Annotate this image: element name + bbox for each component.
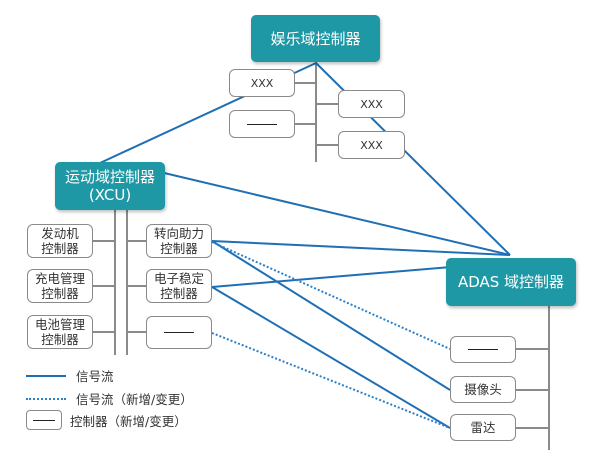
tree-lines	[93, 62, 550, 450]
placeholder-dash	[164, 332, 194, 333]
infotainment-child-3[interactable]: XXX	[338, 131, 405, 159]
battery-management-controller[interactable]: 电池管理 控制器	[27, 315, 93, 349]
placeholder-dash	[247, 123, 277, 125]
legend-item-controller-new: 控制器（新增/变更）	[26, 410, 187, 430]
motion-domain-sublabel: (XCU)	[88, 186, 132, 204]
signal-steering-camera	[211, 240, 451, 391]
infotainment-child-2[interactable]: XXX	[338, 90, 405, 118]
radar[interactable]: 雷达	[450, 414, 516, 441]
power-steering-controller[interactable]: 转向助力 控制器	[146, 224, 212, 258]
adas-domain-controller[interactable]: ADAS 域控制器	[446, 258, 576, 306]
signal-motion-adas	[159, 171, 511, 256]
camera[interactable]: 摄像头	[450, 376, 516, 403]
infotainment-child-1[interactable]: XXX	[229, 69, 295, 97]
charging-management-controller[interactable]: 充电管理 控制器	[27, 269, 93, 303]
signal-lines-new	[211, 241, 451, 429]
signal-steering-adas	[211, 240, 511, 256]
infotainment-domain-controller[interactable]: 娱乐域控制器	[251, 15, 380, 62]
infotainment-domain-label: 娱乐域控制器	[270, 29, 361, 48]
legend-item-signal: 信号流	[26, 366, 114, 385]
dotted-line-swatch	[26, 397, 66, 400]
motion-domain-label: 运动域控制器	[64, 168, 155, 186]
electronic-stability-controller[interactable]: 电子稳定 控制器	[146, 269, 212, 303]
engine-controller[interactable]: 发动机 控制器	[27, 224, 93, 258]
adas-child-new[interactable]	[450, 336, 516, 363]
signal-esc-radar	[211, 286, 451, 429]
box-swatch	[26, 410, 62, 430]
motion-domain-controller[interactable]: 运动域控制器 (XCU)	[55, 162, 165, 210]
solid-line-swatch	[26, 374, 66, 377]
legend-item-signal-new: 信号流（新增/变更）	[26, 389, 193, 408]
signal-new-motion-new-radar	[211, 332, 451, 429]
placeholder-dash	[468, 349, 498, 350]
motion-child-new[interactable]	[146, 316, 212, 349]
infotainment-child-new[interactable]	[229, 110, 295, 138]
adas-domain-label: ADAS 域控制器	[457, 273, 565, 291]
signal-new-steering-adas-new	[211, 241, 451, 350]
